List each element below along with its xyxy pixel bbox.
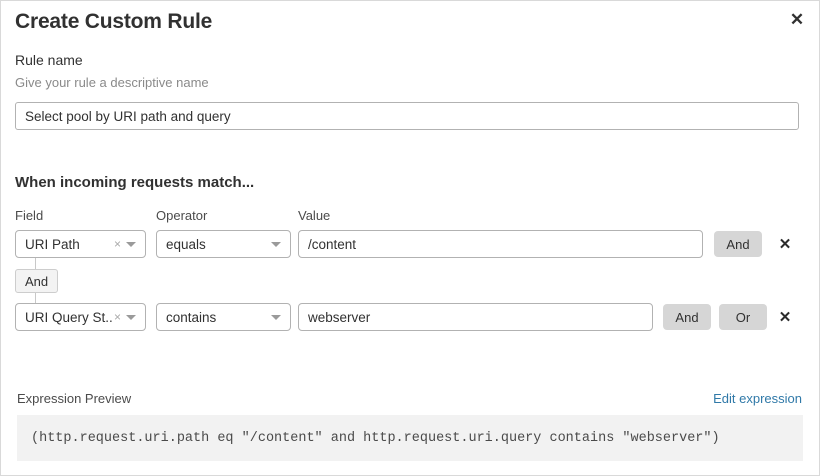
column-header-value: Value bbox=[298, 208, 331, 223]
operator-select-value: contains bbox=[166, 309, 217, 325]
rule-name-help-text: Give your rule a descriptive name bbox=[15, 75, 209, 90]
chevron-down-icon bbox=[126, 241, 136, 247]
field-select-value: URI Query St... bbox=[25, 309, 112, 325]
clear-icon[interactable]: × bbox=[113, 310, 121, 324]
connector-line-bottom bbox=[35, 293, 36, 304]
edit-expression-link[interactable]: Edit expression bbox=[713, 391, 802, 406]
expression-preview-label: Expression Preview bbox=[17, 391, 132, 406]
chevron-down-icon bbox=[271, 314, 281, 320]
page-title: Create Custom Rule bbox=[15, 10, 213, 33]
connector-and-badge[interactable]: And bbox=[15, 269, 59, 293]
delete-condition-icon[interactable]: ✕ bbox=[773, 230, 797, 258]
row-connector: And bbox=[1, 258, 121, 304]
chevron-down-icon bbox=[271, 241, 281, 247]
and-button[interactable]: And bbox=[714, 231, 762, 257]
close-icon[interactable]: ✕ bbox=[785, 7, 809, 31]
rule-name-input[interactable] bbox=[15, 102, 799, 130]
clear-icon[interactable]: × bbox=[113, 237, 121, 251]
operator-select[interactable]: equals bbox=[156, 230, 291, 258]
connector-line-top bbox=[35, 258, 36, 269]
operator-select[interactable]: contains bbox=[156, 303, 291, 331]
and-button[interactable]: And bbox=[663, 304, 711, 330]
column-header-operator: Operator bbox=[156, 208, 208, 223]
operator-select-value: equals bbox=[166, 236, 206, 252]
chevron-down-icon bbox=[126, 314, 136, 320]
expression-preview-box: (http.request.uri.path eq "/content" and… bbox=[17, 415, 803, 461]
expression-preview-text: (http.request.uri.path eq "/content" and… bbox=[31, 430, 720, 446]
field-select[interactable]: URI Path × bbox=[15, 230, 146, 258]
match-section-heading: When incoming requests match... bbox=[15, 174, 255, 191]
delete-condition-icon[interactable]: ✕ bbox=[773, 303, 797, 331]
field-select[interactable]: URI Query St... × bbox=[15, 303, 146, 331]
value-input[interactable] bbox=[298, 303, 653, 331]
column-header-field: Field bbox=[15, 208, 44, 223]
field-select-value: URI Path bbox=[25, 236, 80, 252]
value-input[interactable] bbox=[298, 230, 703, 258]
rule-name-label: Rule name bbox=[15, 52, 83, 68]
or-button[interactable]: Or bbox=[719, 304, 767, 330]
